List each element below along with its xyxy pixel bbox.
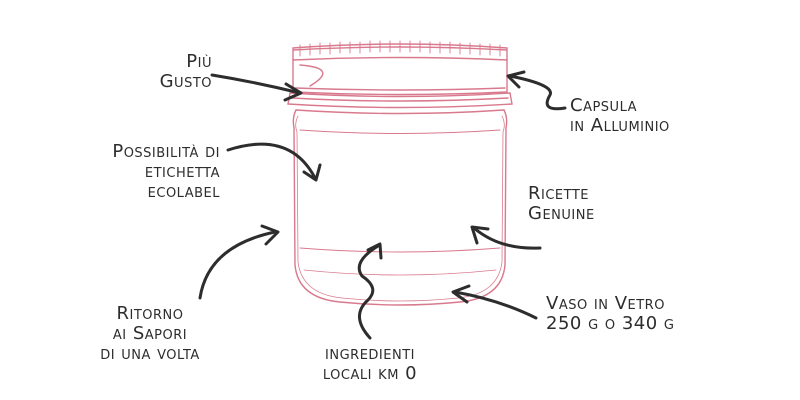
label-etichetta: Possibilità di etichetta ecolabel	[60, 142, 220, 202]
arrow-icon	[198, 224, 280, 300]
label-line: Ritorno	[116, 303, 184, 324]
arrow-icon	[357, 242, 383, 340]
arrow-icon	[210, 73, 303, 102]
label-line: ai Sapori	[112, 323, 188, 344]
label-line: Genuine	[528, 203, 595, 224]
label-ingredienti: ingredienti locali km 0	[300, 344, 440, 384]
neck-ring	[287, 92, 513, 109]
label-line: ingredienti	[325, 343, 415, 364]
label-piu-gusto: Più Gusto	[140, 52, 212, 92]
arrow-icon	[226, 142, 322, 182]
arrow-icon	[470, 225, 542, 250]
label-line: Possibilità di	[112, 141, 220, 162]
label-line: Più	[186, 51, 212, 72]
arrow-icon	[506, 70, 567, 111]
label-ritorno: Ritorno ai Sapori di una volta	[70, 304, 230, 364]
arrow-icon	[451, 284, 538, 320]
label-capsula: Capsula in Alluminio	[570, 96, 740, 136]
label-line: Vaso in Vetro	[546, 293, 665, 314]
label-vaso: Vaso in Vetro 250 g o 340 g	[546, 294, 746, 334]
jar-body	[292, 109, 508, 306]
cap-body	[292, 43, 508, 96]
label-line: in Alluminio	[570, 115, 670, 136]
label-line: di una volta	[100, 343, 200, 364]
label-ricette: Ricette Genuine	[528, 184, 668, 224]
jar-outline	[287, 40, 513, 306]
label-line: locali km 0	[322, 363, 418, 384]
label-line: Gusto	[159, 71, 212, 92]
label-line: Ricette	[528, 183, 589, 204]
label-line: ecolabel	[147, 181, 220, 202]
label-line: Capsula	[570, 95, 638, 116]
label-line: 250 g o 340 g	[546, 313, 675, 334]
label-line: etichetta	[144, 161, 220, 182]
